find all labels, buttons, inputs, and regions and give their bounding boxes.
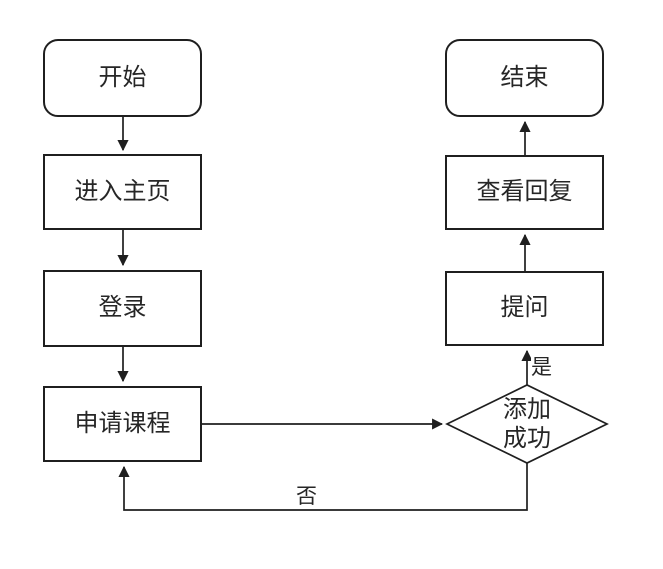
flow-node-view-reply: 查看回复	[445, 155, 604, 230]
flow-node-apply-course-label: 申请课程	[74, 409, 171, 437]
flow-node-enter-home-label: 进入主页	[74, 177, 171, 205]
flow-node-start-label: 开始	[98, 63, 147, 91]
edge-label-yes: 是	[531, 356, 552, 379]
edge-add-success-no-to-apply-course	[118, 463, 528, 511]
flow-node-enter-home: 进入主页	[43, 154, 202, 230]
flow-node-login-label: 登录	[98, 294, 147, 322]
flow-node-add-success-label: 添加 成功	[467, 393, 587, 455]
flow-node-end: 结束	[445, 39, 604, 117]
flow-node-end-label: 结束	[500, 63, 549, 91]
flow-node-add-success-label-line2: 成功	[503, 425, 551, 452]
flow-node-add-success-label-line1: 添加	[503, 396, 551, 423]
flow-node-start: 开始	[43, 39, 202, 117]
flow-node-ask-question-label: 提问	[500, 294, 549, 322]
flow-node-login: 登录	[43, 270, 202, 347]
decision-diamond-shape	[445, 384, 609, 464]
flow-node-ask-question: 提问	[445, 271, 604, 346]
edge-label-no: 否	[296, 485, 317, 508]
flow-node-view-reply-label: 查看回复	[476, 178, 573, 206]
flow-node-apply-course: 申请课程	[43, 386, 202, 462]
